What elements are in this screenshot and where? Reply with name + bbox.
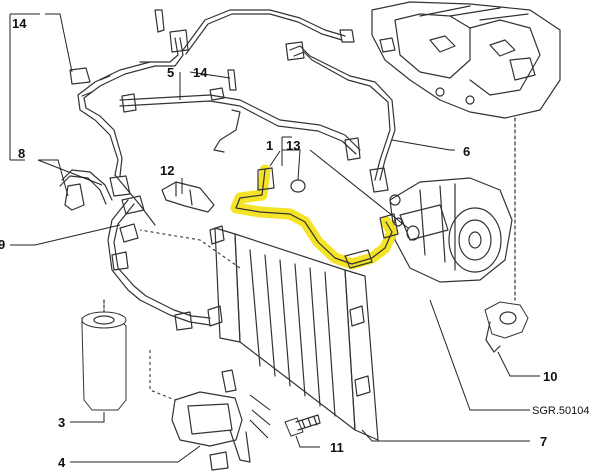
callout-9: 9 [0, 237, 5, 252]
callout-8: 8 [18, 146, 25, 161]
engine-block [371, 1, 561, 301]
callout-6: 6 [463, 144, 470, 159]
suction-pipes [59, 9, 396, 226]
highlighted-pipe-part-1 [230, 164, 399, 270]
callout-4: 4 [58, 455, 66, 470]
callout-11: 11 [330, 440, 344, 455]
callout-13: 13 [286, 138, 300, 153]
liquid-pipe [107, 195, 211, 331]
callout-3: 3 [58, 415, 65, 430]
callout-7: 7 [540, 434, 547, 449]
bolt [284, 414, 321, 437]
receiver-drier [81, 299, 127, 411]
mounting-bracket [171, 369, 251, 471]
callout-1: 1 [266, 138, 273, 153]
leader-lines [9, 13, 540, 463]
callout-labels: 14 5 14 8 9 12 1 13 6 10 3 4 11 7 SGR.50… [0, 16, 589, 470]
pressure-switch [484, 301, 529, 353]
condenser [207, 225, 379, 441]
callout-10: 10 [543, 369, 557, 384]
callout-12: 12 [160, 163, 174, 178]
ac-compressor [389, 177, 513, 283]
small-bracket [161, 181, 215, 213]
callout-5: 5 [167, 65, 174, 80]
callout-14-top: 14 [12, 16, 27, 31]
callout-14-mid: 14 [193, 65, 208, 80]
reference-code: SGR.50104 [532, 405, 589, 417]
